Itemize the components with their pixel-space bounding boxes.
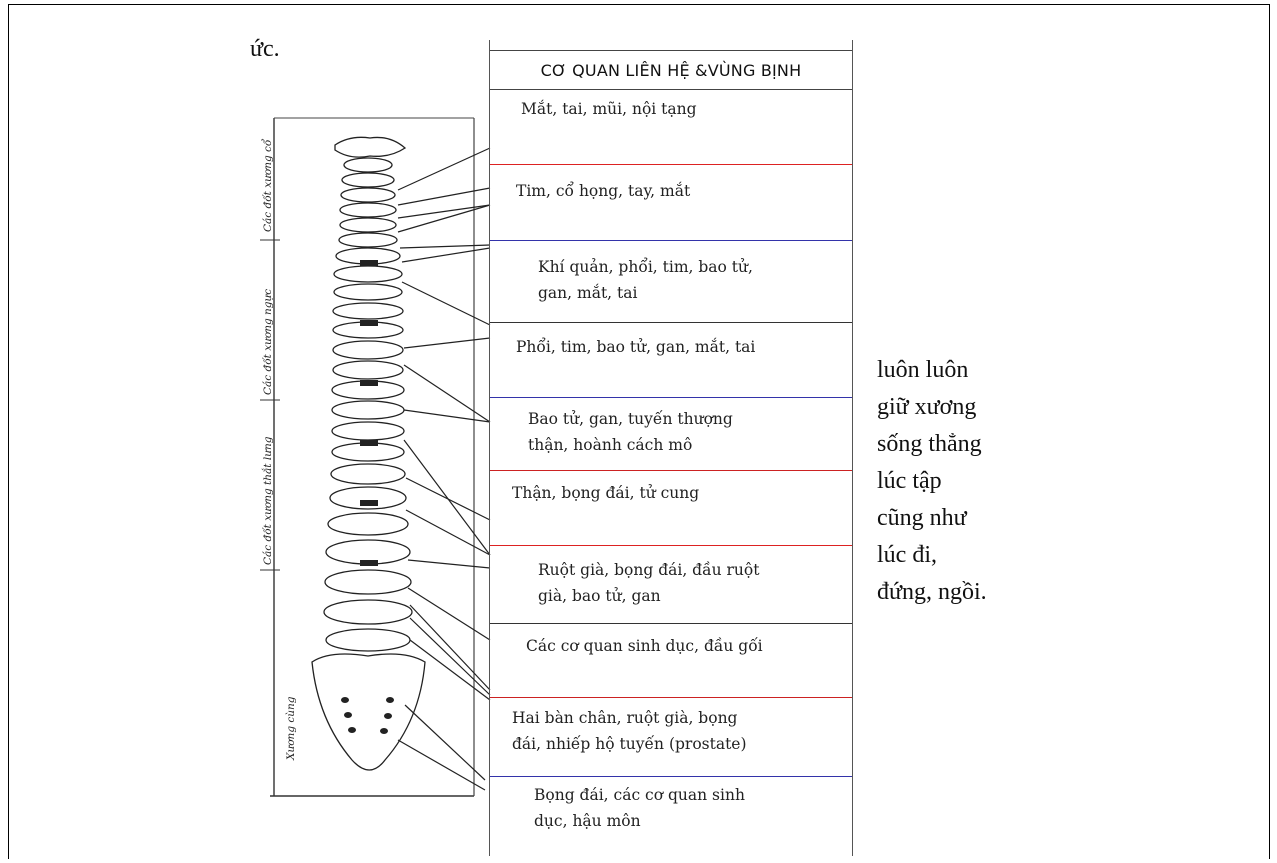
table-header: CƠ QUAN LIÊN HỆ &VÙNG BỊNH (490, 50, 852, 90)
row-divider (490, 623, 852, 624)
row-divider (490, 470, 852, 471)
region-label-thoracic: Các đốt xương ngực (262, 289, 274, 395)
side-text-line: cũng như (877, 500, 987, 537)
spine-illustration (0, 0, 500, 863)
region-label-cervical: Các đốt xương cổ (262, 140, 274, 232)
side-text-line: sống thẳng (877, 426, 987, 463)
table-row: Bao tử, gan, tuyến thượng thận, hoành cá… (528, 406, 733, 458)
row-divider (490, 397, 852, 398)
side-text: luôn luôn giữ xương sống thẳng lúc tập c… (877, 352, 987, 611)
table-row: Thận, bọng đái, tử cung (512, 480, 699, 506)
row-divider (490, 322, 852, 323)
side-text-line: lúc đi, (877, 537, 987, 574)
region-label-sacrum: Xương cùng (285, 696, 297, 760)
table-row: Khí quản, phổi, tim, bao tử, gan, mắt, t… (538, 254, 753, 306)
table-row: Các cơ quan sinh dục, đầu gối (526, 633, 763, 659)
row-divider (490, 697, 852, 698)
side-text-line: lúc tập (877, 463, 987, 500)
row-divider (490, 164, 852, 165)
side-text-line: giữ xương (877, 389, 987, 426)
side-text-line: luôn luôn (877, 352, 987, 389)
table-row: Phổi, tim, bao tử, gan, mắt, tai (516, 334, 755, 360)
table-row: Mắt, tai, mũi, nội tạng (521, 96, 697, 122)
table-row: Tim, cổ họng, tay, mắt (516, 178, 690, 204)
table-row: Bọng đái, các cơ quan sinh dục, hậu môn (534, 782, 745, 834)
table-row: Hai bàn chân, ruột già, bọng đái, nhiếp … (512, 705, 747, 757)
organ-table: CƠ QUAN LIÊN HỆ &VÙNG BỊNH Mắt, tai, mũi… (489, 40, 853, 856)
side-text-line: đứng, ngồi. (877, 574, 987, 611)
table-row: Ruột già, bọng đái, đầu ruột già, bao tử… (538, 557, 759, 609)
row-divider (490, 545, 852, 546)
row-divider (490, 776, 852, 777)
row-divider (490, 240, 852, 241)
region-label-lumbar: Các đốt xương thắt lưng (262, 437, 274, 565)
